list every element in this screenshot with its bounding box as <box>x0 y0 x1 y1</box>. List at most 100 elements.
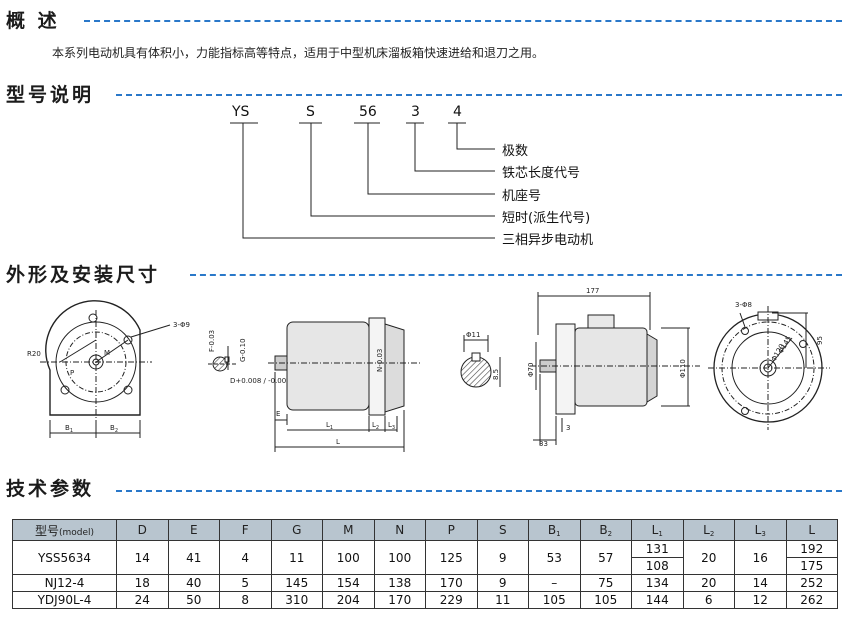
cell-p: 229 <box>425 591 478 609</box>
motor-side-view <box>268 317 420 452</box>
n-dim-label: N-0.03 <box>376 349 384 372</box>
section-title-params: 技术参数 <box>6 478 95 500</box>
meaning-short-time: 短时(派生代号) <box>502 211 591 226</box>
section-divider <box>116 490 842 492</box>
phi110-label: Φ110 <box>679 359 687 378</box>
r20-label: R20 <box>27 350 41 358</box>
cell-model: YDJ90L-4 <box>12 591 117 609</box>
cell-e: 41 <box>167 540 220 575</box>
cell-l3: 14 <box>734 574 787 592</box>
cell-g: 310 <box>270 591 323 609</box>
section-divider <box>190 274 842 276</box>
shaft-section-view <box>460 335 501 388</box>
cell-n: 138 <box>373 574 426 592</box>
cell-b1: 53 <box>528 540 581 575</box>
dim177-label: 177 <box>586 287 599 295</box>
g-dim-label: G-0.10 <box>239 338 247 362</box>
cell-l1: 134 <box>631 574 684 592</box>
dim95-label: 95 <box>816 336 824 345</box>
cell-f: 4 <box>219 540 272 575</box>
cell-b2: 75 <box>579 574 632 592</box>
cell-p: 170 <box>425 574 478 592</box>
f-dim-label: F-0.03 <box>208 330 216 352</box>
d-dim-label: D+0.008 / -0.003 <box>230 377 291 385</box>
l3-label: L3 <box>388 421 395 431</box>
cell-g: 145 <box>270 574 323 592</box>
cell-m: 154 <box>322 574 375 592</box>
section-title-model: 型号说明 <box>6 84 95 106</box>
header-p: P <box>425 519 478 541</box>
header-b1: B1 <box>528 519 581 541</box>
cell-model: YSS5634 <box>12 540 117 575</box>
cell-l1: 144 <box>631 591 684 609</box>
cell-s: 9 <box>476 574 529 592</box>
table-row: YSS5634 14 41 4 11 100 100 125 9 53 57 1… <box>12 540 838 575</box>
header-l1: L1 <box>631 519 684 541</box>
end-flange-view <box>708 306 830 430</box>
technical-params-table: 型号(model) D E F G M N P S B1 B2 L1 L2 L3… <box>12 519 838 609</box>
cell-m: 204 <box>322 591 375 609</box>
header-model: 型号(model) <box>12 519 117 541</box>
header-n: N <box>373 519 426 541</box>
header-e: E <box>167 519 220 541</box>
e-label: E <box>276 410 280 418</box>
model-code-poles: 4 <box>453 104 462 120</box>
header-f: F <box>219 519 272 541</box>
header-l2: L2 <box>682 519 735 541</box>
section-title-overview: 概 述 <box>6 10 60 32</box>
cell-l1: 131 <box>631 540 684 558</box>
cell-b1: 105 <box>528 591 581 609</box>
section-divider <box>116 94 842 96</box>
model-code-series: YS <box>232 104 250 120</box>
cell-f: 8 <box>219 591 272 609</box>
cell-l2: 20 <box>682 574 735 592</box>
overview-text: 本系列电动机具有体积小，力能指标高等特点，适用于中型机床溜板箱快速进给和退刀之用… <box>52 46 545 60</box>
phi11-label: Φ11 <box>466 331 480 339</box>
cell-l2: 20 <box>682 540 735 575</box>
table-row: 108 175 <box>13 557 838 575</box>
cell-n: 170 <box>373 591 426 609</box>
cell-l: 192 <box>785 540 838 558</box>
model-code-core-length: 3 <box>411 104 420 120</box>
motor-right-view <box>530 292 700 445</box>
cell-l3: 12 <box>734 591 787 609</box>
cell-f: 5 <box>219 574 272 592</box>
cell-s: 11 <box>476 591 529 609</box>
meaning-frame: 机座号 <box>502 189 542 204</box>
cell-l: 175 <box>785 557 838 575</box>
table-row: NJ12-4 18 40 5 145 154 138 170 9 – 75 13… <box>12 574 838 592</box>
model-code-short-time: S <box>306 104 315 120</box>
cell-l3: 16 <box>734 540 787 575</box>
header-s: S <box>476 519 529 541</box>
section-title-dimensions: 外形及安装尺寸 <box>6 264 161 286</box>
dim85-label: 8.5 <box>492 369 500 380</box>
cell-l: 262 <box>785 591 838 609</box>
header-m: M <box>322 519 375 541</box>
l1-label: L1 <box>326 421 333 431</box>
cell-e: 50 <box>167 591 220 609</box>
l2-label: L2 <box>372 421 379 431</box>
meaning-poles: 极数 <box>502 144 529 159</box>
cell-d: 18 <box>116 574 169 592</box>
header-d: D <box>116 519 169 541</box>
model-code-frame: 56 <box>359 104 377 120</box>
table-row: YDJ90L-4 24 50 8 310 204 170 229 11 105 … <box>12 591 838 609</box>
table-header-row: 型号(model) D E F G M N P S B1 B2 L1 L2 L3… <box>12 519 838 541</box>
cell-l2: 6 <box>682 591 735 609</box>
cell-l1: 108 <box>631 557 684 575</box>
meaning-motor-type: 三相异步电动机 <box>502 233 594 248</box>
hole-front-label: 3-Φ9 <box>173 321 190 329</box>
cell-d: 24 <box>116 591 169 609</box>
cell-e: 40 <box>167 574 220 592</box>
cell-b1: – <box>528 574 581 592</box>
cell-n: 100 <box>373 540 426 575</box>
b2-label: B2 <box>110 424 118 434</box>
cell-p: 125 <box>425 540 478 575</box>
header-l: L <box>785 519 838 541</box>
hole-right-label: 3-Φ8 <box>735 301 752 309</box>
m-label: M <box>104 349 110 357</box>
cell-model: NJ12-4 <box>12 574 117 592</box>
front-flange-view <box>40 300 171 438</box>
p-label: P <box>70 369 74 377</box>
